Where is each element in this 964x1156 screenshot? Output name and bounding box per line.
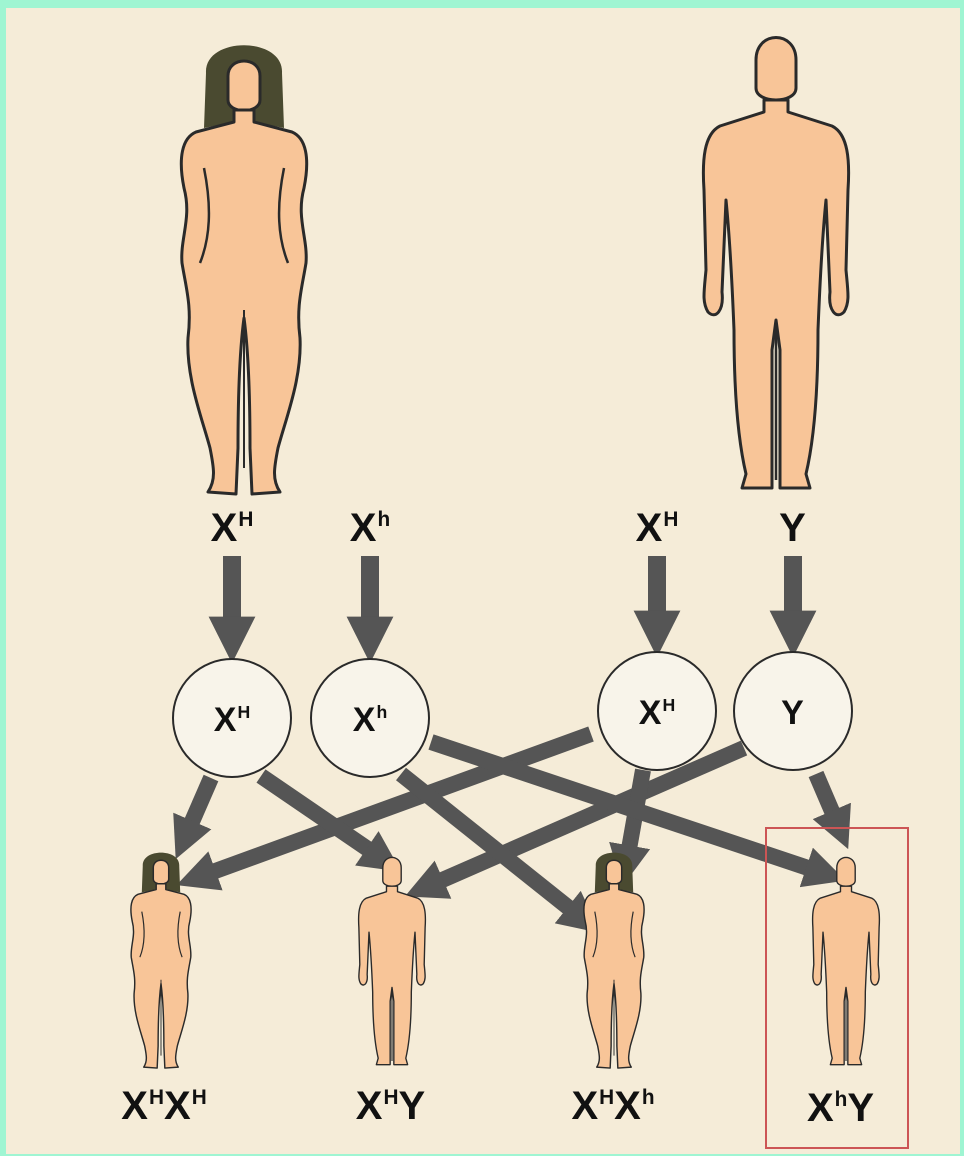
gamete-label-4: Y: [781, 694, 804, 732]
father-figure: [701, 36, 851, 490]
diagram-stage: XH Xh XH Y XH Xh XH Y XHXH XHY XHXh XhY: [6, 8, 960, 1154]
cross-arrows: [173, 726, 851, 933]
arrow-g4-o4: [808, 770, 851, 850]
offspring-genotype-1: XHXH: [121, 1084, 207, 1128]
offspring-male-2: [357, 856, 427, 1066]
parent-gamete-arrows: [208, 556, 817, 664]
highlight-box: [765, 827, 909, 1149]
gamete-label-2: Xh: [352, 701, 388, 739]
gametes: [172, 651, 853, 778]
mother-allele-1: XH: [210, 506, 254, 550]
arrow-g4-o2: [404, 740, 748, 899]
gamete-circle-4: [733, 651, 853, 771]
arrow-g1-o1: [173, 774, 219, 860]
father-allele-2: Y: [779, 506, 806, 550]
gamete-label-1: XH: [213, 701, 251, 739]
arrow-g2-o3: [396, 767, 601, 933]
arrow-g3-o1: [176, 726, 594, 891]
offspring-female-3: [583, 851, 645, 1069]
offspring-genotype-2: XHY: [355, 1084, 426, 1128]
arrow-g2-o4: [428, 734, 846, 888]
offspring-male-4: [811, 856, 881, 1066]
offspring-figures: [130, 851, 881, 1069]
inheritance-diagram: [130, 36, 909, 1149]
offspring-female-1: [130, 851, 192, 1069]
gamete-circle-2: [310, 658, 430, 778]
arrow-g1-o2: [256, 769, 402, 872]
gamete-label-3: XH: [638, 694, 676, 732]
gamete-circle-3: [597, 651, 717, 771]
offspring-genotype-4: XhY: [806, 1086, 875, 1130]
mother-allele-2: Xh: [349, 506, 391, 550]
offspring-genotype-3: XHXh: [571, 1084, 655, 1128]
father-allele-1: XH: [635, 506, 679, 550]
mother-figure: [179, 43, 309, 496]
gamete-circle-1: [172, 658, 292, 778]
